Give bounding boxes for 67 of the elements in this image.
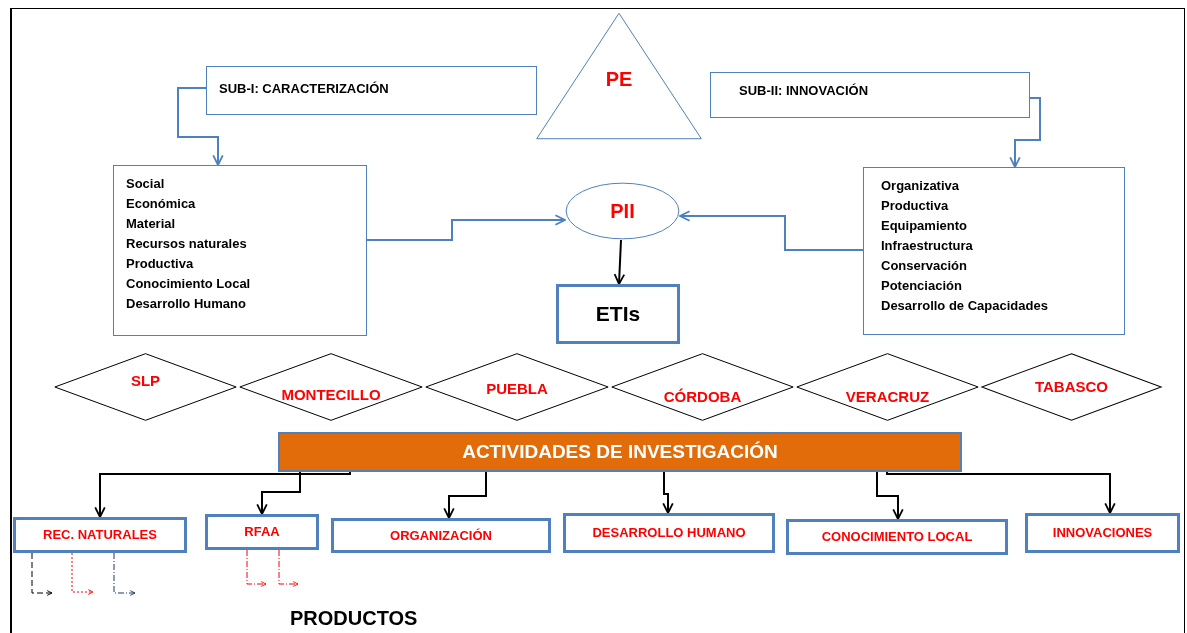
node-text: VERACRUZ xyxy=(845,386,930,407)
node-text: Organizativa xyxy=(881,177,960,195)
category-box xyxy=(13,517,187,553)
node-text: RFAA xyxy=(244,523,280,542)
arrow xyxy=(876,471,904,520)
node-text: REC. NATURALES xyxy=(43,526,157,545)
node-text: DESARROLLO HUMANO xyxy=(592,524,746,543)
decision-diamond xyxy=(53,353,238,421)
node-text: MONTECILLO xyxy=(281,384,381,405)
node-text: INNOVACIONES xyxy=(1052,524,1153,543)
node-text: SUB-I: CARACTERIZACIÓN xyxy=(219,80,389,98)
node-text: Recursos naturales xyxy=(126,235,247,253)
list-box xyxy=(863,167,1125,335)
node-text: Desarrollo de Capacidades xyxy=(881,297,1048,315)
title-box xyxy=(206,66,537,115)
node-text: Equipamiento xyxy=(881,217,967,235)
decision-diamond xyxy=(424,353,610,421)
arrow xyxy=(662,471,674,514)
node-text: Material xyxy=(126,215,176,233)
title-box xyxy=(710,72,1030,118)
decision-diamond xyxy=(795,353,980,421)
arrow xyxy=(31,552,53,596)
list-box xyxy=(113,165,367,336)
node-text: CONOCIMIENTO LOCAL xyxy=(821,528,973,547)
header-bar xyxy=(278,432,962,472)
node-text: TABASCO xyxy=(1034,376,1109,397)
node-text: ACTIVIDADES DE INVESTIGACIÓN xyxy=(462,439,778,464)
arrow xyxy=(1009,97,1041,168)
ellipse-shape xyxy=(565,182,680,240)
node-text: PII xyxy=(610,199,635,224)
category-box xyxy=(563,513,775,553)
node-text: SLP xyxy=(130,370,161,391)
arrow xyxy=(886,471,1116,514)
decision-diamond xyxy=(238,353,424,421)
node-text: ORGANIZACIÓN xyxy=(390,526,492,545)
decision-diamond xyxy=(610,353,795,421)
section-label: PRODUCTOS xyxy=(290,606,418,631)
arrow xyxy=(113,552,136,596)
arrow xyxy=(366,214,566,241)
arrow xyxy=(71,552,94,595)
node-text: Potenciación xyxy=(881,277,962,295)
triangle-shape xyxy=(535,12,703,140)
category-box xyxy=(205,514,319,550)
node-text: Productiva xyxy=(881,197,949,215)
node-text: Económica xyxy=(126,195,196,213)
arrow xyxy=(443,471,487,519)
arrow xyxy=(177,87,224,166)
arrow xyxy=(94,471,351,518)
node-text: Conservación xyxy=(881,257,967,275)
node-text: PUEBLA xyxy=(486,378,548,399)
node-text: Productiva xyxy=(126,255,194,273)
process-box xyxy=(556,284,680,344)
node-text: Desarrollo Humano xyxy=(126,295,246,313)
arrow xyxy=(278,549,299,587)
category-box xyxy=(331,518,551,553)
node-text: ETIs xyxy=(595,301,641,328)
decision-diamond xyxy=(980,353,1163,421)
node-text: SUB-II: INNOVACIÓN xyxy=(739,82,869,100)
node-text: Infraestructura xyxy=(881,237,973,255)
arrow xyxy=(613,239,626,285)
category-box xyxy=(1025,513,1180,553)
node-text: CÓRDOBA xyxy=(663,386,742,407)
node-text: Conocimiento Local xyxy=(126,275,251,293)
node-text: Social xyxy=(126,175,165,193)
arrow xyxy=(679,210,864,251)
node-text: PE xyxy=(605,67,633,92)
category-box xyxy=(786,519,1008,555)
